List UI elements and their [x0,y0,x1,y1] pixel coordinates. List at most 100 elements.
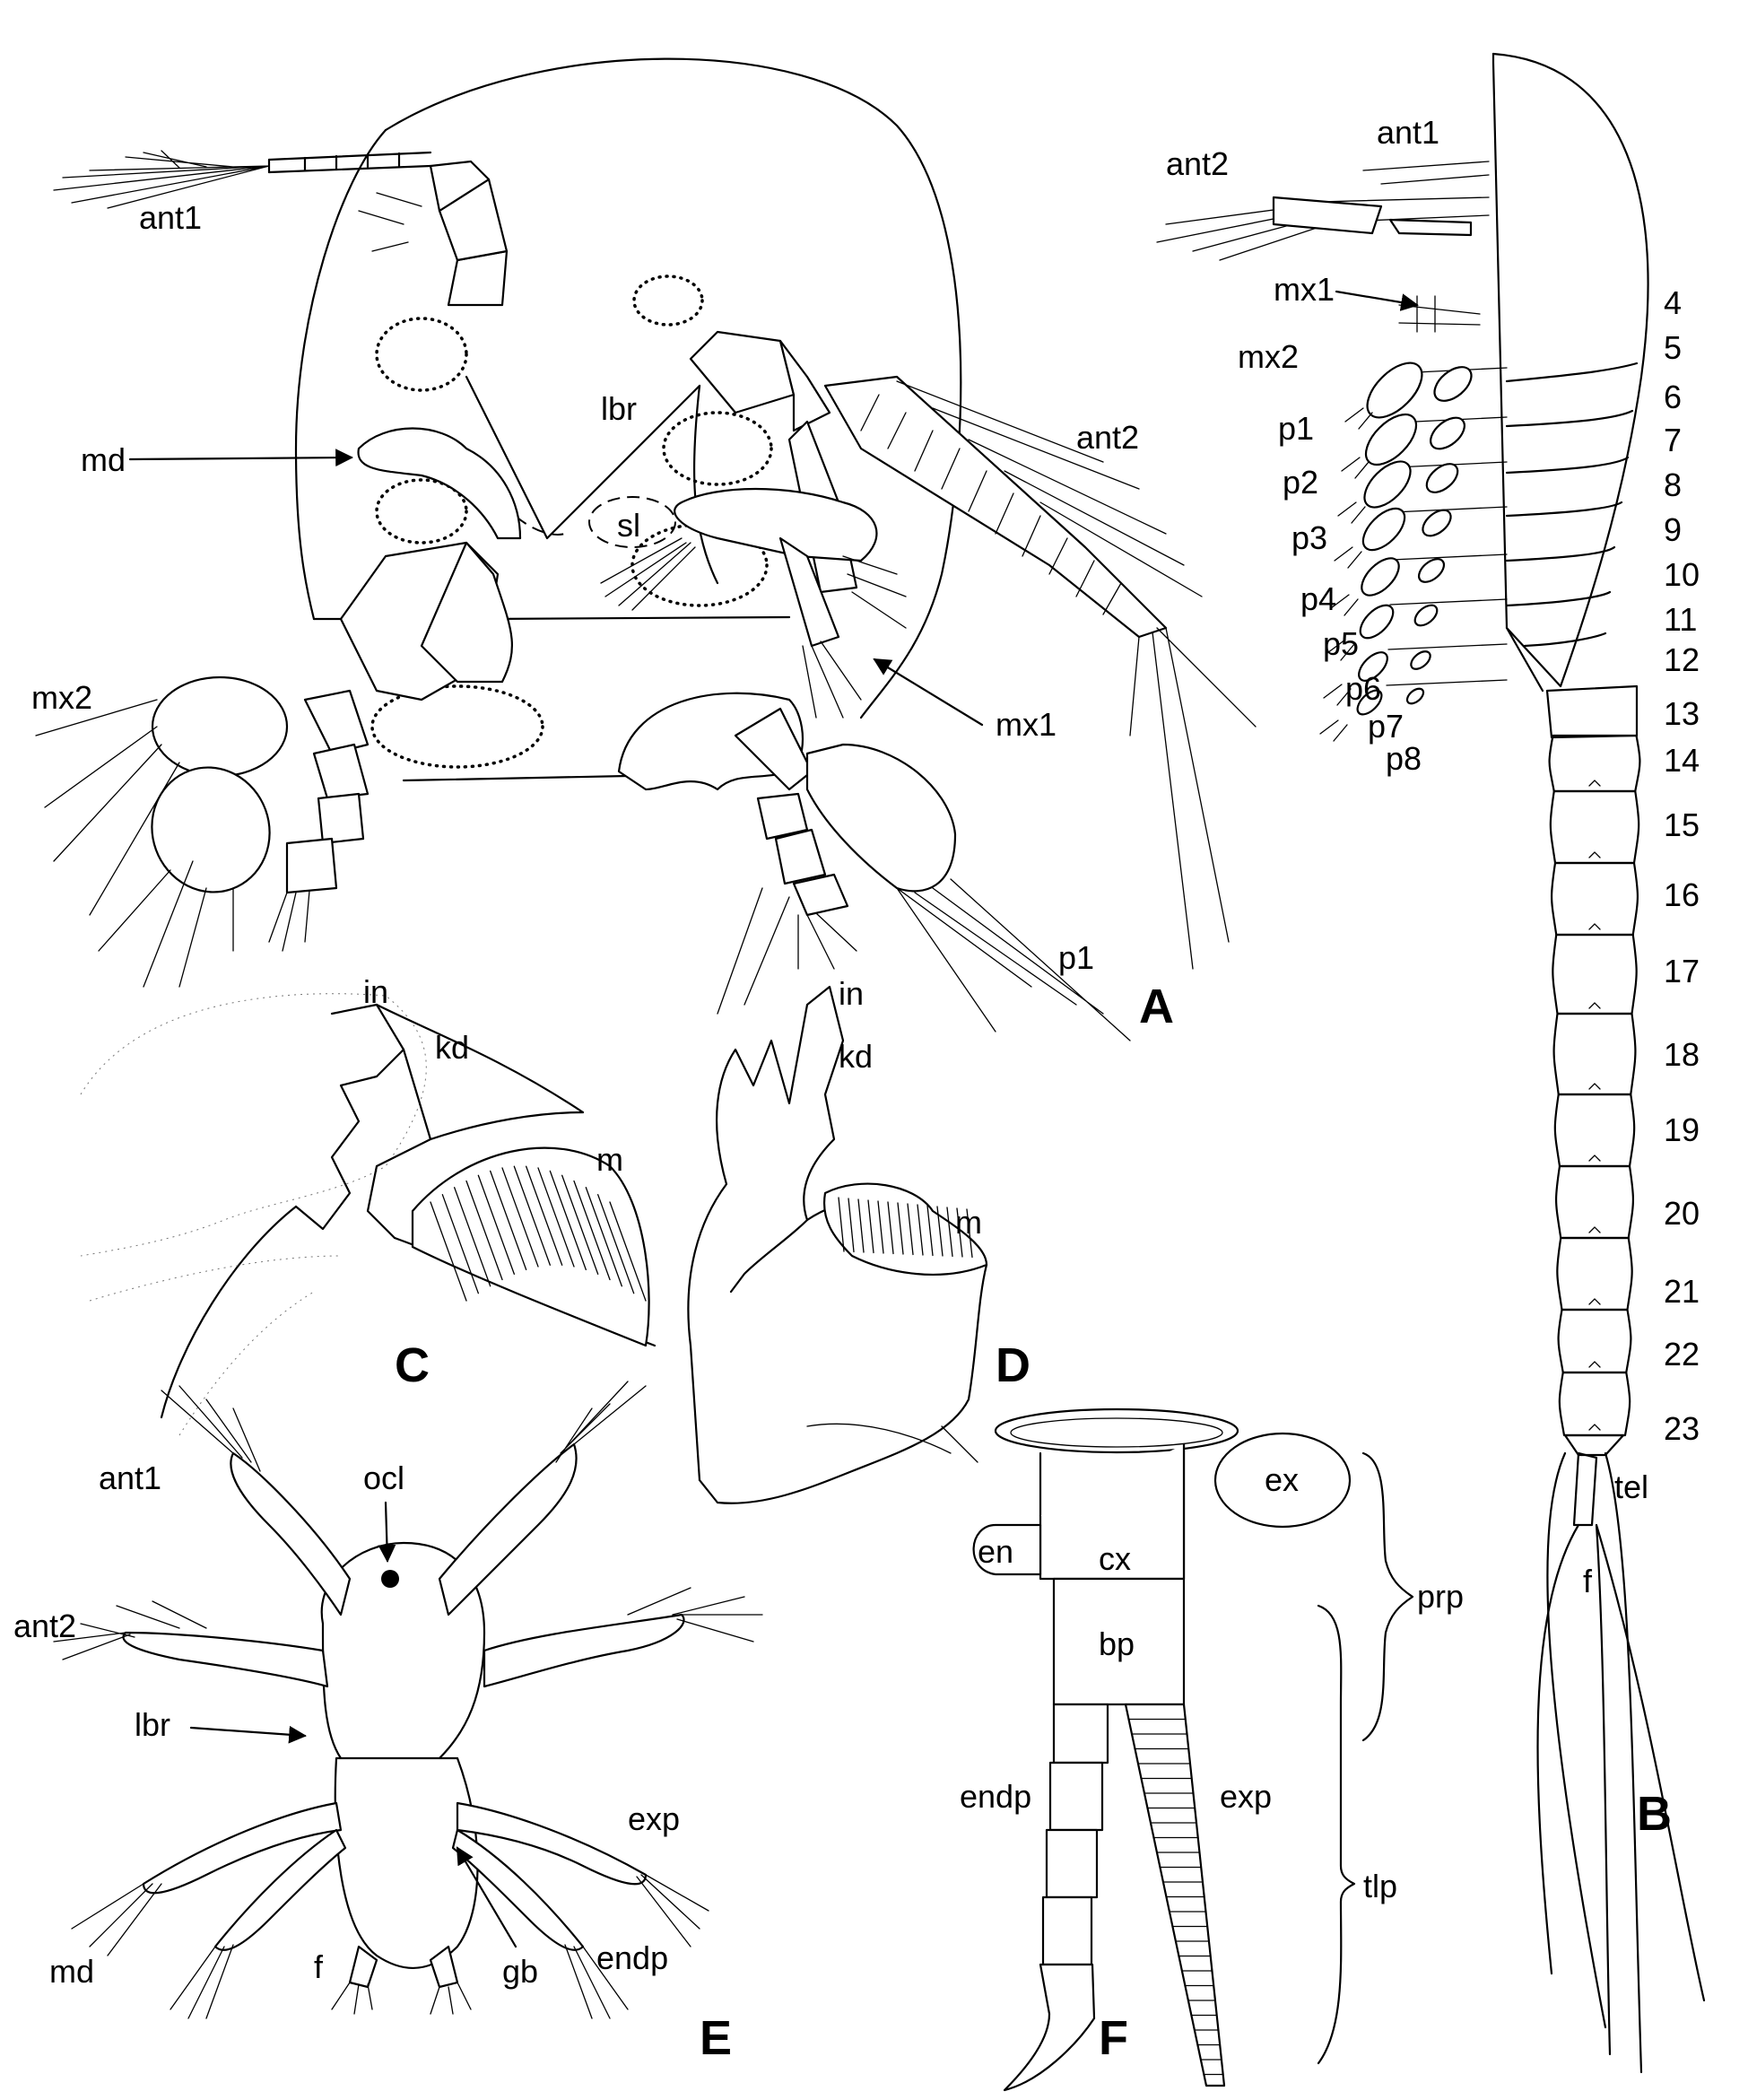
b-segment-23: 23 [1664,1410,1700,1447]
limb-endopod [1417,558,1446,583]
f-label-endp: endp [960,1778,1031,1815]
b-segment-10: 10 [1664,556,1700,593]
a-label-ant2: ant2 [1076,419,1139,456]
limb-setae [1323,684,1352,706]
endopod-claw [1003,1963,1096,2092]
molar-ridge [561,1174,599,1275]
molar-ridge [966,1208,973,1259]
molar-ridge [897,1202,904,1255]
limb-exopod [1356,689,1383,716]
e-ocellus [381,1570,399,1588]
limb-stem [1386,679,1508,686]
molar-ridge [609,1201,647,1302]
limb-endopod [1405,687,1425,705]
molar-ridge [526,1165,563,1266]
limb-setae [1334,546,1362,569]
molar-ridge [549,1170,587,1271]
segment-notch [1588,923,1601,930]
segment-notch [1588,1002,1601,1009]
f-label-prp: prp [1417,1578,1464,1615]
molar-ridge [585,1187,622,1287]
b-segment-11: 11 [1664,601,1697,638]
e-label-endp: endp [596,1939,668,1976]
b-segment-15: 15 [1664,806,1700,843]
limb-setae [1337,501,1366,524]
b-segment-4: 4 [1664,284,1682,321]
limb-endopod [1413,604,1439,627]
b-label-ant1: ant1 [1377,114,1439,151]
limb-stem [1387,643,1508,650]
e-label-ant2: ant2 [13,1608,76,1644]
segment-notch [1588,780,1601,787]
b-segment-8: 8 [1664,466,1682,503]
limb-endopod [1410,650,1431,670]
limb-exopod [1361,507,1406,552]
endopod-segment [1045,1828,1099,1899]
endopod-segment [1041,1895,1093,1966]
f-exopod [1124,1703,1226,2087]
d-label-kd: kd [839,1038,873,1075]
molar-ridge [597,1194,635,1294]
limb-endopod [1430,416,1465,450]
molar-ridge [926,1205,934,1257]
f-endopod [1003,1703,1109,2092]
f-label-tlp: tlp [1363,1868,1397,1904]
panel-c: in kd m C [80,973,657,1436]
limb-setae [1319,719,1348,742]
limb-setae [1341,457,1370,479]
a-label-ant1: ant1 [139,199,202,236]
segment-notch [1588,1424,1601,1431]
c-label-m: m [596,1141,623,1178]
molar-ridge [877,1200,884,1254]
a-label-lbr: lbr [601,390,637,427]
endopod-segment [1048,1761,1104,1832]
molar-ridge [917,1204,924,1256]
panel-letter-d: D [996,1338,1031,1392]
limb-exopod [1361,557,1400,597]
b-segment-22: 22 [1664,1336,1700,1372]
segment-notch [1588,1361,1601,1368]
a-label-sl: sl [617,507,640,544]
panel-f: ex cx en prp bp endp exp tlp F [960,1407,1464,2092]
b-segment-19: 19 [1664,1111,1700,1148]
abdominal-segment [1552,933,1638,1015]
limb-exopod [1358,651,1388,682]
limb-stem [1391,553,1508,561]
b-label-p3: p3 [1291,519,1327,556]
exopod-shaft [1124,1703,1226,2087]
limb-stem [1393,506,1508,513]
b-segment-20: 20 [1664,1195,1700,1232]
abdominal-segment [1557,1308,1632,1374]
molar-ridge [441,1194,479,1294]
b-segment-14: 14 [1664,742,1700,779]
abdominal-segment [1552,1012,1637,1096]
molar-ridge [946,1207,953,1258]
a-label-md: md [81,441,126,478]
panel-letter-b: B [1637,1787,1672,1841]
e-label-ant1: ant1 [99,1460,161,1496]
b-label-p8: p8 [1386,740,1422,777]
molar-ridge [454,1187,491,1287]
d-label-in: in [839,975,864,1012]
f-label-exp: exp [1220,1778,1272,1815]
d-label-m: m [955,1204,982,1241]
molar-ridge [513,1165,551,1266]
b-segment-18: 18 [1664,1036,1700,1073]
molar-ridge [430,1201,467,1302]
b-segment-9: 9 [1664,511,1682,548]
molar-ridge [537,1167,575,1268]
f-label-bp: bp [1099,1625,1135,1662]
endopod-segment [1052,1703,1109,1765]
b-label-p2: p2 [1283,464,1318,501]
segment-notch [1588,1083,1601,1090]
abdominal-segment [1548,734,1641,793]
molar-ridge [867,1199,874,1254]
limb-exopod [1363,460,1412,509]
b-label-mx2: mx2 [1238,338,1299,375]
b-label-ant2: ant2 [1166,145,1229,182]
panel-d: in kd m D [687,975,1031,1504]
segment-notch [1588,851,1601,858]
e-label-gb: gb [502,1953,538,1990]
